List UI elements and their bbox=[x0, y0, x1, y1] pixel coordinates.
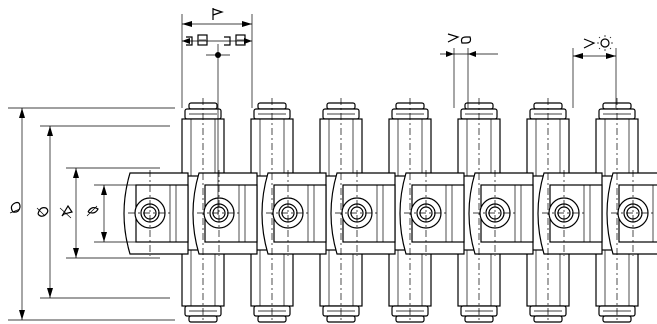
link-plate bbox=[399, 172, 465, 255]
roller-width-symbol bbox=[583, 35, 613, 51]
pin-length-symbol bbox=[9, 201, 21, 214]
pin-centerline bbox=[611, 170, 655, 256]
pin-centerline bbox=[197, 170, 241, 256]
link-plate bbox=[192, 172, 258, 255]
pins-group bbox=[128, 98, 655, 322]
bushing-width-symbol bbox=[86, 205, 99, 217]
link-plate bbox=[123, 172, 189, 255]
pin-centerline bbox=[404, 170, 448, 256]
link-plate bbox=[261, 172, 327, 255]
vertical-dimensions bbox=[8, 107, 175, 321]
link-plate bbox=[606, 172, 657, 255]
plate-length-symbol bbox=[212, 8, 224, 20]
inner-width-symbol bbox=[59, 204, 73, 219]
link-plate bbox=[468, 172, 534, 255]
link-plate bbox=[537, 172, 603, 255]
pin-centerline bbox=[542, 170, 586, 256]
pin-diameter-symbol bbox=[447, 33, 472, 44]
pin-centerline bbox=[335, 170, 379, 256]
pin-centerline bbox=[473, 170, 517, 256]
pitch-symbol bbox=[186, 34, 246, 46]
link-plate bbox=[330, 172, 396, 255]
pin-centerline bbox=[266, 170, 310, 256]
link-plates-group bbox=[123, 172, 657, 255]
overall-width-symbol bbox=[36, 207, 49, 217]
horizontal-dimensions bbox=[181, 8, 617, 215]
